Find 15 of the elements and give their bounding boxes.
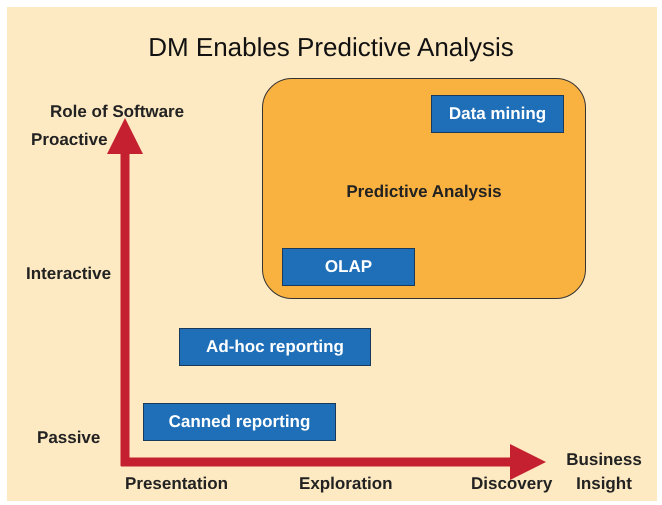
process-box: Canned reporting: [143, 403, 336, 441]
axis-label: Interactive: [26, 263, 112, 285]
group-box: [262, 78, 586, 299]
axis-label: Presentation: [125, 473, 229, 495]
axis-label: Exploration: [299, 473, 394, 495]
axis-label: Discovery: [471, 473, 554, 495]
process-box: Ad-hoc reporting: [179, 328, 371, 366]
axis-label: Proactive: [31, 129, 109, 151]
axis-label: Passive: [37, 427, 102, 449]
axis-label: Role of Software: [50, 101, 186, 123]
process-box: OLAP: [282, 248, 415, 286]
axis-label: Business Insight: [565, 449, 643, 495]
group-title: Predictive Analysis: [346, 181, 502, 203]
diagram-title: DM Enables Predictive Analysis: [147, 31, 515, 64]
process-box: Data mining: [431, 95, 564, 133]
